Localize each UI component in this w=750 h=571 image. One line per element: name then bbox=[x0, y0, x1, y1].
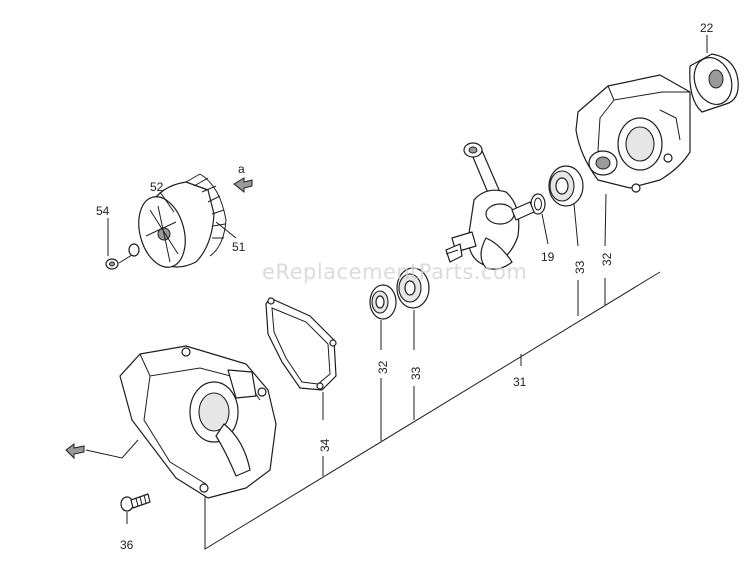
part-32-crankcase-right[interactable] bbox=[575, 74, 691, 193]
leader-lines bbox=[107, 191, 661, 550]
callout-54[interactable]: 54 bbox=[96, 204, 110, 218]
callout-34[interactable]: 34 bbox=[318, 438, 332, 452]
part-54-nut[interactable] bbox=[105, 243, 140, 270]
crankshaft-assembly[interactable] bbox=[445, 142, 535, 270]
part-52-flywheel[interactable] bbox=[131, 173, 227, 272]
callout-31[interactable]: 31 bbox=[513, 375, 527, 389]
part-22-pulley[interactable] bbox=[688, 35, 739, 113]
callout-51[interactable]: 51 bbox=[232, 240, 246, 254]
callout-32-left[interactable]: 32 bbox=[376, 360, 390, 374]
part-33-bearing-right[interactable] bbox=[548, 165, 584, 207]
callout-33-left[interactable]: 33 bbox=[409, 366, 423, 380]
callout-a: a bbox=[238, 162, 245, 176]
direction-arrow-left bbox=[65, 439, 139, 460]
callout-36[interactable]: 36 bbox=[120, 538, 134, 552]
crankcase-left[interactable] bbox=[119, 345, 277, 499]
watermark-text: eReplacementParts.com bbox=[262, 260, 527, 284]
part-36-screw[interactable] bbox=[120, 493, 151, 512]
part-32-seal-left[interactable] bbox=[369, 284, 397, 320]
callout-52[interactable]: 52 bbox=[150, 180, 164, 194]
callout-22[interactable]: 22 bbox=[700, 21, 714, 35]
callout-32-right[interactable]: 32 bbox=[600, 252, 614, 266]
callout-19[interactable]: 19 bbox=[541, 250, 555, 264]
direction-arrow-a bbox=[233, 177, 253, 194]
callout-33-right[interactable]: 33 bbox=[573, 260, 587, 274]
part-33-bearing-left[interactable] bbox=[396, 267, 430, 309]
part-34-gasket[interactable] bbox=[265, 297, 337, 391]
